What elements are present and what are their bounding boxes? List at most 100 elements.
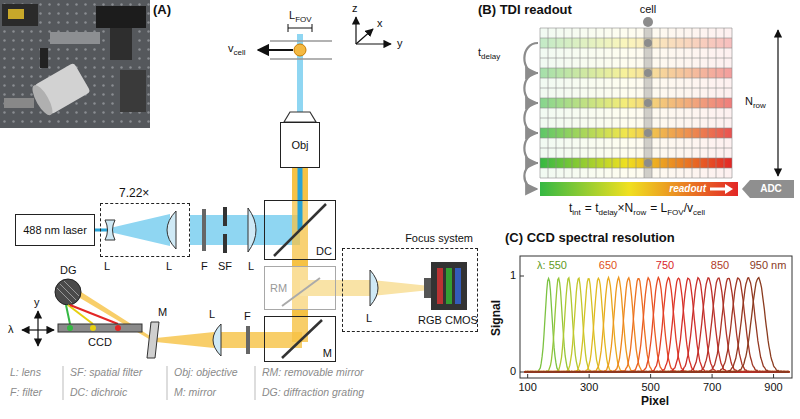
removable-mirror-box: RM — [264, 266, 336, 310]
removable-mirror-optics — [282, 266, 336, 310]
mirror — [282, 320, 322, 358]
part-label: CCD — [88, 336, 112, 349]
excitation-beam — [298, 168, 303, 230]
concave-lens — [105, 220, 115, 240]
subscript: int — [572, 208, 580, 217]
spectral-spot — [115, 325, 121, 331]
tick-label: 300 — [580, 381, 598, 394]
formula-part: = L — [650, 201, 667, 215]
spectral-spot — [90, 325, 96, 331]
grid-line — [540, 58, 732, 59]
tick-label: 900 — [764, 381, 782, 394]
grid-line — [724, 28, 725, 178]
focusing-beam — [156, 332, 214, 348]
emission-beam — [220, 332, 264, 348]
spectral-chart — [520, 256, 792, 378]
spectral-curve — [525, 278, 790, 372]
sensor-stripe — [455, 268, 461, 304]
subscript: cell — [234, 48, 246, 57]
formula-part: = t — [585, 201, 599, 215]
subscript: row — [633, 208, 646, 217]
grid-line — [540, 48, 732, 49]
part-label: F — [201, 260, 208, 273]
spectral-curve — [525, 278, 790, 372]
shift-arrow — [524, 133, 538, 163]
node-text: M — [323, 347, 332, 360]
grating-line — [60, 284, 76, 300]
symbol-group: LFOV — [289, 9, 312, 24]
filter — [202, 209, 206, 251]
tick-mark — [527, 374, 528, 378]
shift-arrow — [524, 43, 538, 73]
wavelength-label: 950 nm — [750, 259, 787, 272]
camera-lens — [424, 278, 432, 298]
axis-label: x — [377, 17, 383, 30]
cell-dot — [643, 17, 653, 27]
part-label: SF — [218, 260, 232, 273]
photo-ground — [0, 0, 150, 128]
grid-line — [540, 168, 732, 169]
symbol-group: Nrow — [745, 95, 766, 110]
key-text: DG: diffraction grating — [262, 386, 364, 398]
y-axis — [37, 311, 38, 346]
symbol: t — [478, 46, 481, 58]
photo-tube — [29, 62, 91, 117]
spectral-curve — [525, 278, 790, 372]
grating-line — [57, 288, 72, 303]
grid-line — [596, 28, 597, 178]
readout-arrow-shaft — [710, 188, 726, 191]
fov-tick — [288, 24, 289, 32]
wavelength-label: 850 — [711, 259, 729, 272]
part-label: L — [104, 260, 110, 273]
row-count-arrow — [777, 30, 778, 176]
subscript: cell — [693, 208, 705, 217]
cell-dot — [644, 69, 652, 77]
spectral-curve — [525, 278, 790, 372]
grid-line — [540, 158, 732, 159]
wavelength-label: 750 — [656, 259, 674, 272]
grid-line — [580, 28, 581, 178]
readout-register: readout — [540, 182, 738, 196]
spectral-curve — [525, 278, 790, 372]
spectral-curve — [525, 278, 790, 372]
subscript: delay — [481, 52, 500, 61]
focus-optics — [342, 262, 467, 310]
reflected-beam — [78, 290, 154, 342]
tick-mark — [520, 372, 524, 373]
spectral-curve — [525, 278, 790, 372]
laser-box: 488 nm laser — [15, 214, 95, 246]
part-label: M — [158, 306, 167, 319]
cell-column — [644, 28, 652, 178]
part-label: F — [244, 310, 251, 323]
cell-label: cell — [640, 3, 657, 16]
setup-photo — [0, 0, 150, 128]
photo-camera — [96, 6, 146, 28]
grid-line — [540, 28, 541, 178]
grid-line — [540, 38, 732, 39]
axis-arrow — [355, 17, 356, 44]
symbol-group: vcell — [228, 42, 246, 57]
formula-part: /v — [684, 201, 693, 215]
separator — [167, 366, 168, 400]
panel-title: (B) TDI readout — [478, 3, 572, 18]
formula-part: ×N — [618, 201, 634, 215]
grid-line — [692, 28, 693, 178]
cell-dot — [644, 129, 652, 137]
pinhole-blade — [223, 234, 227, 253]
formula-part: t — [569, 201, 572, 215]
spectral-curve — [525, 279, 790, 372]
tick-label: 100 — [518, 381, 536, 394]
grid-line — [540, 178, 732, 179]
filter — [246, 326, 250, 354]
key-text: L: lens — [10, 366, 41, 378]
wavelength-label: λ: 550 — [537, 259, 567, 272]
group-heading: 7.22× — [119, 187, 149, 201]
wavelength-label: 650 — [599, 259, 617, 272]
grid-line — [540, 148, 732, 149]
tick-mark — [773, 374, 774, 378]
subscript: delay — [598, 208, 617, 217]
dispersed-ray — [68, 305, 93, 324]
tick-mark — [589, 374, 590, 378]
tick-label: 500 — [641, 381, 659, 394]
convex-lens — [213, 324, 221, 356]
